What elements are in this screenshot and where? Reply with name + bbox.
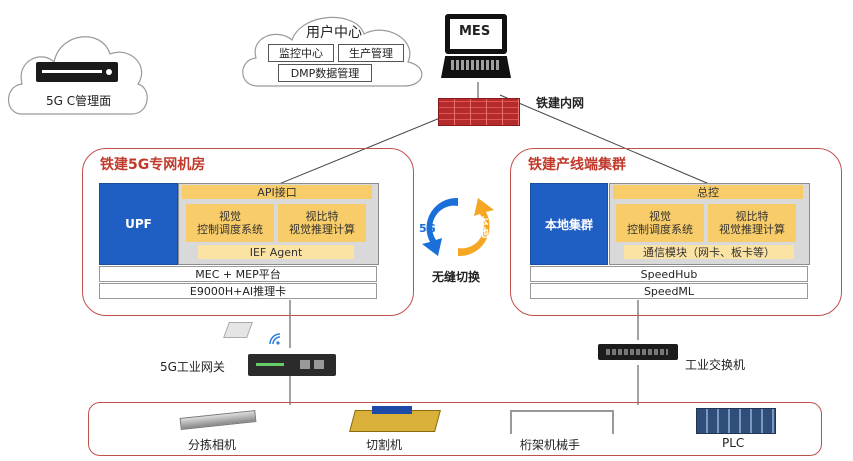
device-camera-label: 分拣相机 xyxy=(188,438,237,452)
left-api-box: API接口 xyxy=(182,185,372,199)
firewall-label: 铁建内网 xyxy=(536,96,585,110)
speedhub-bar: SpeedHub xyxy=(530,266,808,282)
server-icon xyxy=(36,62,118,82)
device-cutter-label: 切割机 xyxy=(366,438,403,452)
comm-module-box: 通信模块（网卡、板卡等） xyxy=(624,245,794,259)
zone-production-cluster xyxy=(510,148,842,316)
zone-field-devices xyxy=(88,402,822,456)
device-plc-label: PLC xyxy=(722,436,745,450)
local-cluster-box: 本地集群 xyxy=(530,183,608,265)
switch-device-icon xyxy=(598,344,678,360)
e9000h-bar: E9000H+AI推理卡 xyxy=(99,283,377,299)
speedml-bar: SpeedML xyxy=(530,283,808,299)
gateway-label: 5G工业网关 xyxy=(160,360,225,374)
cutter-device-icon xyxy=(349,406,441,434)
firewall-icon xyxy=(438,98,520,126)
laptop-icon xyxy=(441,14,511,84)
mes-label: MES xyxy=(459,24,491,39)
production-mgmt-box: 生产管理 xyxy=(338,44,404,62)
monitor-center-box: 监控中心 xyxy=(268,44,334,62)
device-gantry-label: 桁架机械手 xyxy=(520,438,581,452)
upf-box: UPF xyxy=(99,183,178,265)
switch-label: 工业交换机 xyxy=(685,358,746,372)
switchover-5g: 5G xyxy=(419,222,436,235)
switchover-caption: 无缝切换 xyxy=(432,270,481,284)
master-control-box: 总控 xyxy=(613,185,803,199)
mec-mep-bar: MEC + MEP平台 xyxy=(99,266,377,282)
switchover-icon xyxy=(422,197,494,257)
right-vision-control-box: 视觉 控制调度系统 xyxy=(616,204,704,242)
plc-device-icon xyxy=(696,408,776,434)
zone-private-5g-room xyxy=(82,148,414,316)
cloud-user-title: 用户中心 xyxy=(306,25,362,41)
zone-left-title: 铁建5G专网机房 xyxy=(100,157,206,173)
right-vision-infer-box: 视比特 视觉推理计算 xyxy=(708,204,796,242)
cloud-mgmt-label: 5G C管理面 xyxy=(46,94,112,108)
zone-right-title: 铁建产线端集群 xyxy=(528,157,626,173)
switchover-local: 本地 xyxy=(476,216,489,238)
ief-agent-box: IEF Agent xyxy=(198,245,354,259)
signal-icon xyxy=(268,330,286,348)
left-vision-infer-box: 视比特 视觉推理计算 xyxy=(278,204,366,242)
left-vision-control-box: 视觉 控制调度系统 xyxy=(186,204,274,242)
dmp-data-mgmt-box: DMP数据管理 xyxy=(278,64,372,82)
gantry-device-icon xyxy=(510,410,614,434)
gateway-device-icon xyxy=(248,354,336,376)
